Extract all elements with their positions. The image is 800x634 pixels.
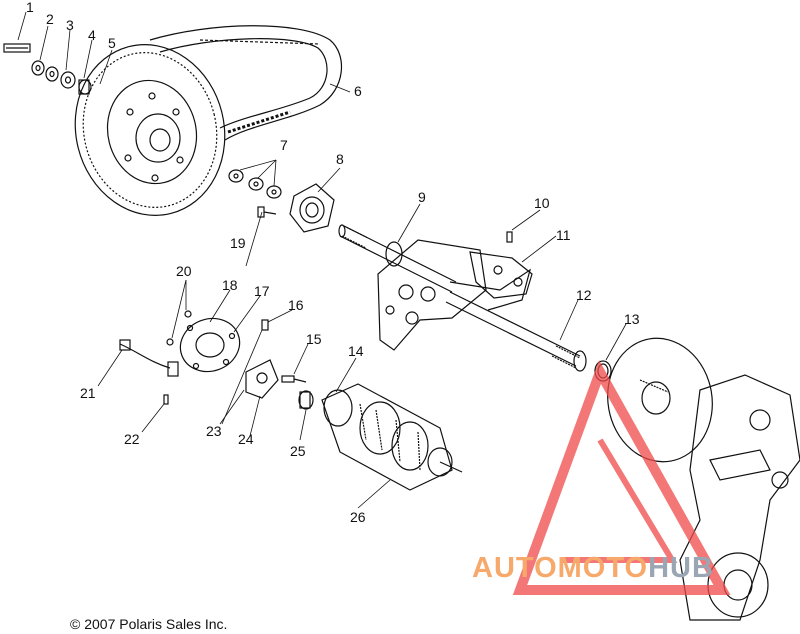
callout-14: 14 xyxy=(348,343,364,359)
callout-24: 24 xyxy=(238,431,254,447)
leader-lines xyxy=(17,11,627,509)
spacers-7 xyxy=(228,169,282,199)
callout-1: 1 xyxy=(26,0,34,15)
callout-15: 15 xyxy=(306,331,322,347)
callout-22: 22 xyxy=(124,431,140,447)
callout-10: 10 xyxy=(534,195,550,211)
callout-12: 12 xyxy=(576,287,592,303)
callout-16: 16 xyxy=(288,297,304,313)
bolt-10 xyxy=(506,231,513,243)
callout-19: 19 xyxy=(230,235,246,251)
callout-5: 5 xyxy=(108,35,116,51)
callout-18: 18 xyxy=(222,277,238,293)
drive-clutch xyxy=(74,44,226,216)
gear-25 xyxy=(298,390,314,410)
callout-6: 6 xyxy=(354,83,362,99)
driveshaft-12 xyxy=(445,291,587,372)
clutch-bolt xyxy=(3,43,31,53)
drive-belt xyxy=(149,25,343,141)
watermark-logo xyxy=(512,360,731,595)
bearing-plate-8 xyxy=(289,183,335,233)
washers-2-3-4 xyxy=(31,60,76,89)
bushing-5 xyxy=(78,79,92,95)
callout-11: 11 xyxy=(556,227,571,243)
copyright-notice: © 2007 Polaris Sales Inc. xyxy=(70,616,228,632)
jackshaft-9 xyxy=(338,224,457,293)
screw-22 xyxy=(163,394,169,405)
speed-sensor-21 xyxy=(119,339,179,377)
callout-8: 8 xyxy=(336,151,344,167)
callout-23: 23 xyxy=(206,423,222,439)
bolt-19 xyxy=(257,206,277,218)
callouts: 1 2 3 4 5 6 7 8 9 10 11 12 13 14 15 16 1… xyxy=(26,0,640,525)
driven-clutch xyxy=(607,337,713,463)
callout-26: 26 xyxy=(350,509,366,525)
nuts-20 xyxy=(166,310,192,346)
plug-16 xyxy=(261,319,269,331)
bolt-15 xyxy=(281,375,307,383)
gear-shaft-assembly-26 xyxy=(321,383,463,491)
callout-7: 7 xyxy=(280,137,288,153)
callout-9: 9 xyxy=(418,189,426,205)
callout-3: 3 xyxy=(66,17,74,33)
watermark-text-part1: AUTOMOTO xyxy=(472,552,649,584)
callout-13: 13 xyxy=(624,311,640,327)
callout-4: 4 xyxy=(88,27,96,43)
watermark-text-part2: HUB xyxy=(648,552,714,584)
callout-20: 20 xyxy=(176,263,192,279)
callout-2: 2 xyxy=(46,11,54,27)
callout-21: 21 xyxy=(80,385,96,401)
callout-25: 25 xyxy=(290,443,306,459)
gasket-24 xyxy=(245,359,279,399)
watermark-text: AUTOMOTOHUB xyxy=(472,552,714,585)
bearing-housing-11 xyxy=(469,251,533,299)
callout-17: 17 xyxy=(254,283,270,299)
mounting-plate xyxy=(377,239,531,351)
sensor-bracket-18 xyxy=(179,317,241,373)
